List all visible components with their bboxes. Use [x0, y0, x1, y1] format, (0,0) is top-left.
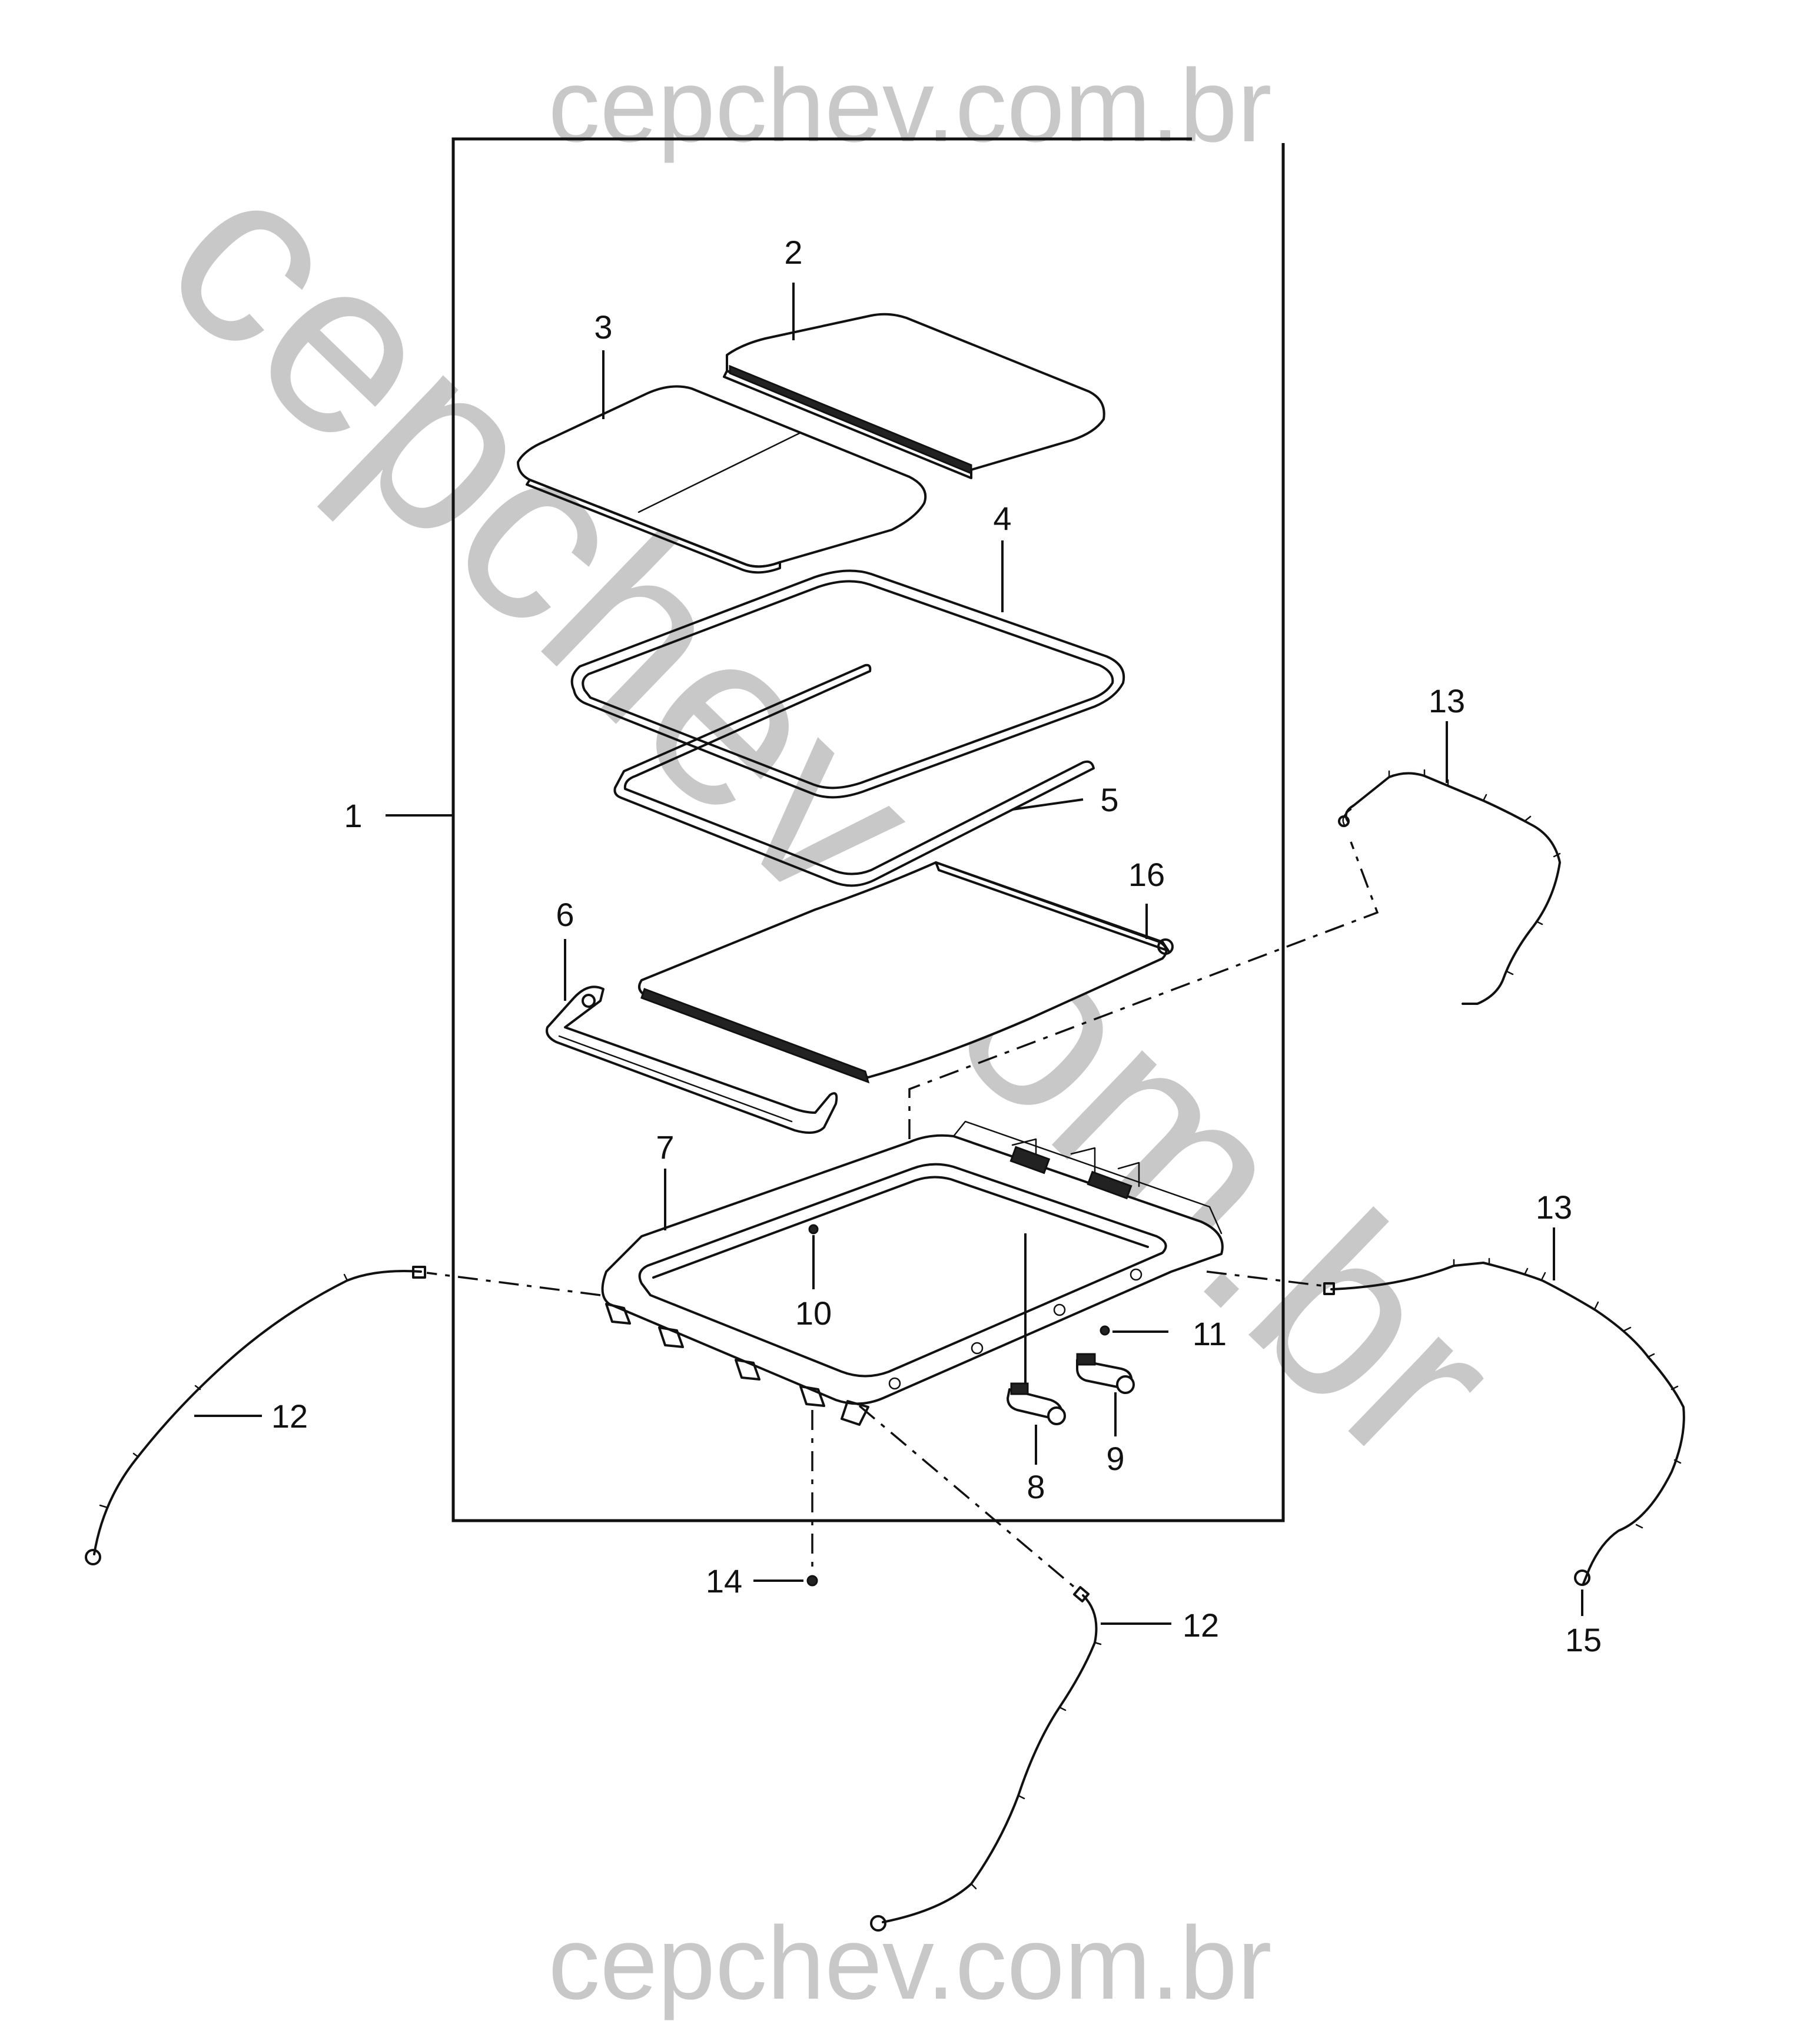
callout-3: 3: [594, 308, 612, 346]
part-3-front-glass-panel: [517, 385, 927, 574]
callout-13-lower: 13: [1536, 1189, 1572, 1226]
callout-1: 1: [344, 797, 362, 834]
part-12-drain-hose-left: [85, 1266, 426, 1565]
assembly-box: [451, 137, 1285, 1522]
callout-16: 16: [1128, 856, 1165, 893]
leader-5: [1012, 798, 1084, 811]
callout-12-right: 12: [1183, 1607, 1219, 1644]
watermark-top-text: cepchev.com.br: [548, 48, 1271, 164]
callout-15: 15: [1565, 1621, 1602, 1658]
part-12-drain-hose-right: [870, 1586, 1102, 1932]
part-14-screw: [806, 1575, 818, 1587]
callout-5: 5: [1100, 781, 1118, 818]
callout-8: 8: [1027, 1468, 1045, 1505]
part-10-screw: [808, 1224, 819, 1235]
callout-9: 9: [1106, 1440, 1124, 1477]
watermark-bottom-text: cepchev.com.br: [548, 1906, 1271, 2021]
callout-10: 10: [795, 1295, 832, 1332]
callout-13-upper: 13: [1429, 682, 1465, 719]
part-13-drain-hose-upper: [1338, 769, 1561, 1005]
part-6-wind-deflector: [546, 986, 838, 1134]
callout-12-left: 12: [271, 1398, 308, 1435]
callout-2: 2: [784, 234, 802, 271]
part-5-seal-strip: [613, 663, 1095, 887]
part-7-sunroof-frame: [601, 1120, 1224, 1426]
dash-13-upper: [908, 841, 1379, 1139]
callout-14: 14: [706, 1562, 742, 1600]
callout-4: 4: [993, 500, 1011, 537]
part-11-screw: [1100, 1325, 1110, 1336]
part-13-drain-hose-lower: [1323, 1257, 1685, 1586]
part-2-rear-glass-panel: [723, 313, 1105, 479]
dash-12-left: [426, 1272, 601, 1296]
part-9-motor: [1076, 1353, 1135, 1394]
part-8-motor: [1007, 1382, 1066, 1425]
part-4-glass-seal: [570, 569, 1125, 799]
callout-7: 7: [656, 1129, 674, 1166]
dash-12-right: [858, 1405, 1078, 1591]
part-16-sunshade: [638, 861, 1174, 1084]
dash-13-lower: [1206, 1270, 1328, 1288]
callout-11: 11: [1193, 1315, 1227, 1352]
callout-6: 6: [556, 896, 574, 933]
